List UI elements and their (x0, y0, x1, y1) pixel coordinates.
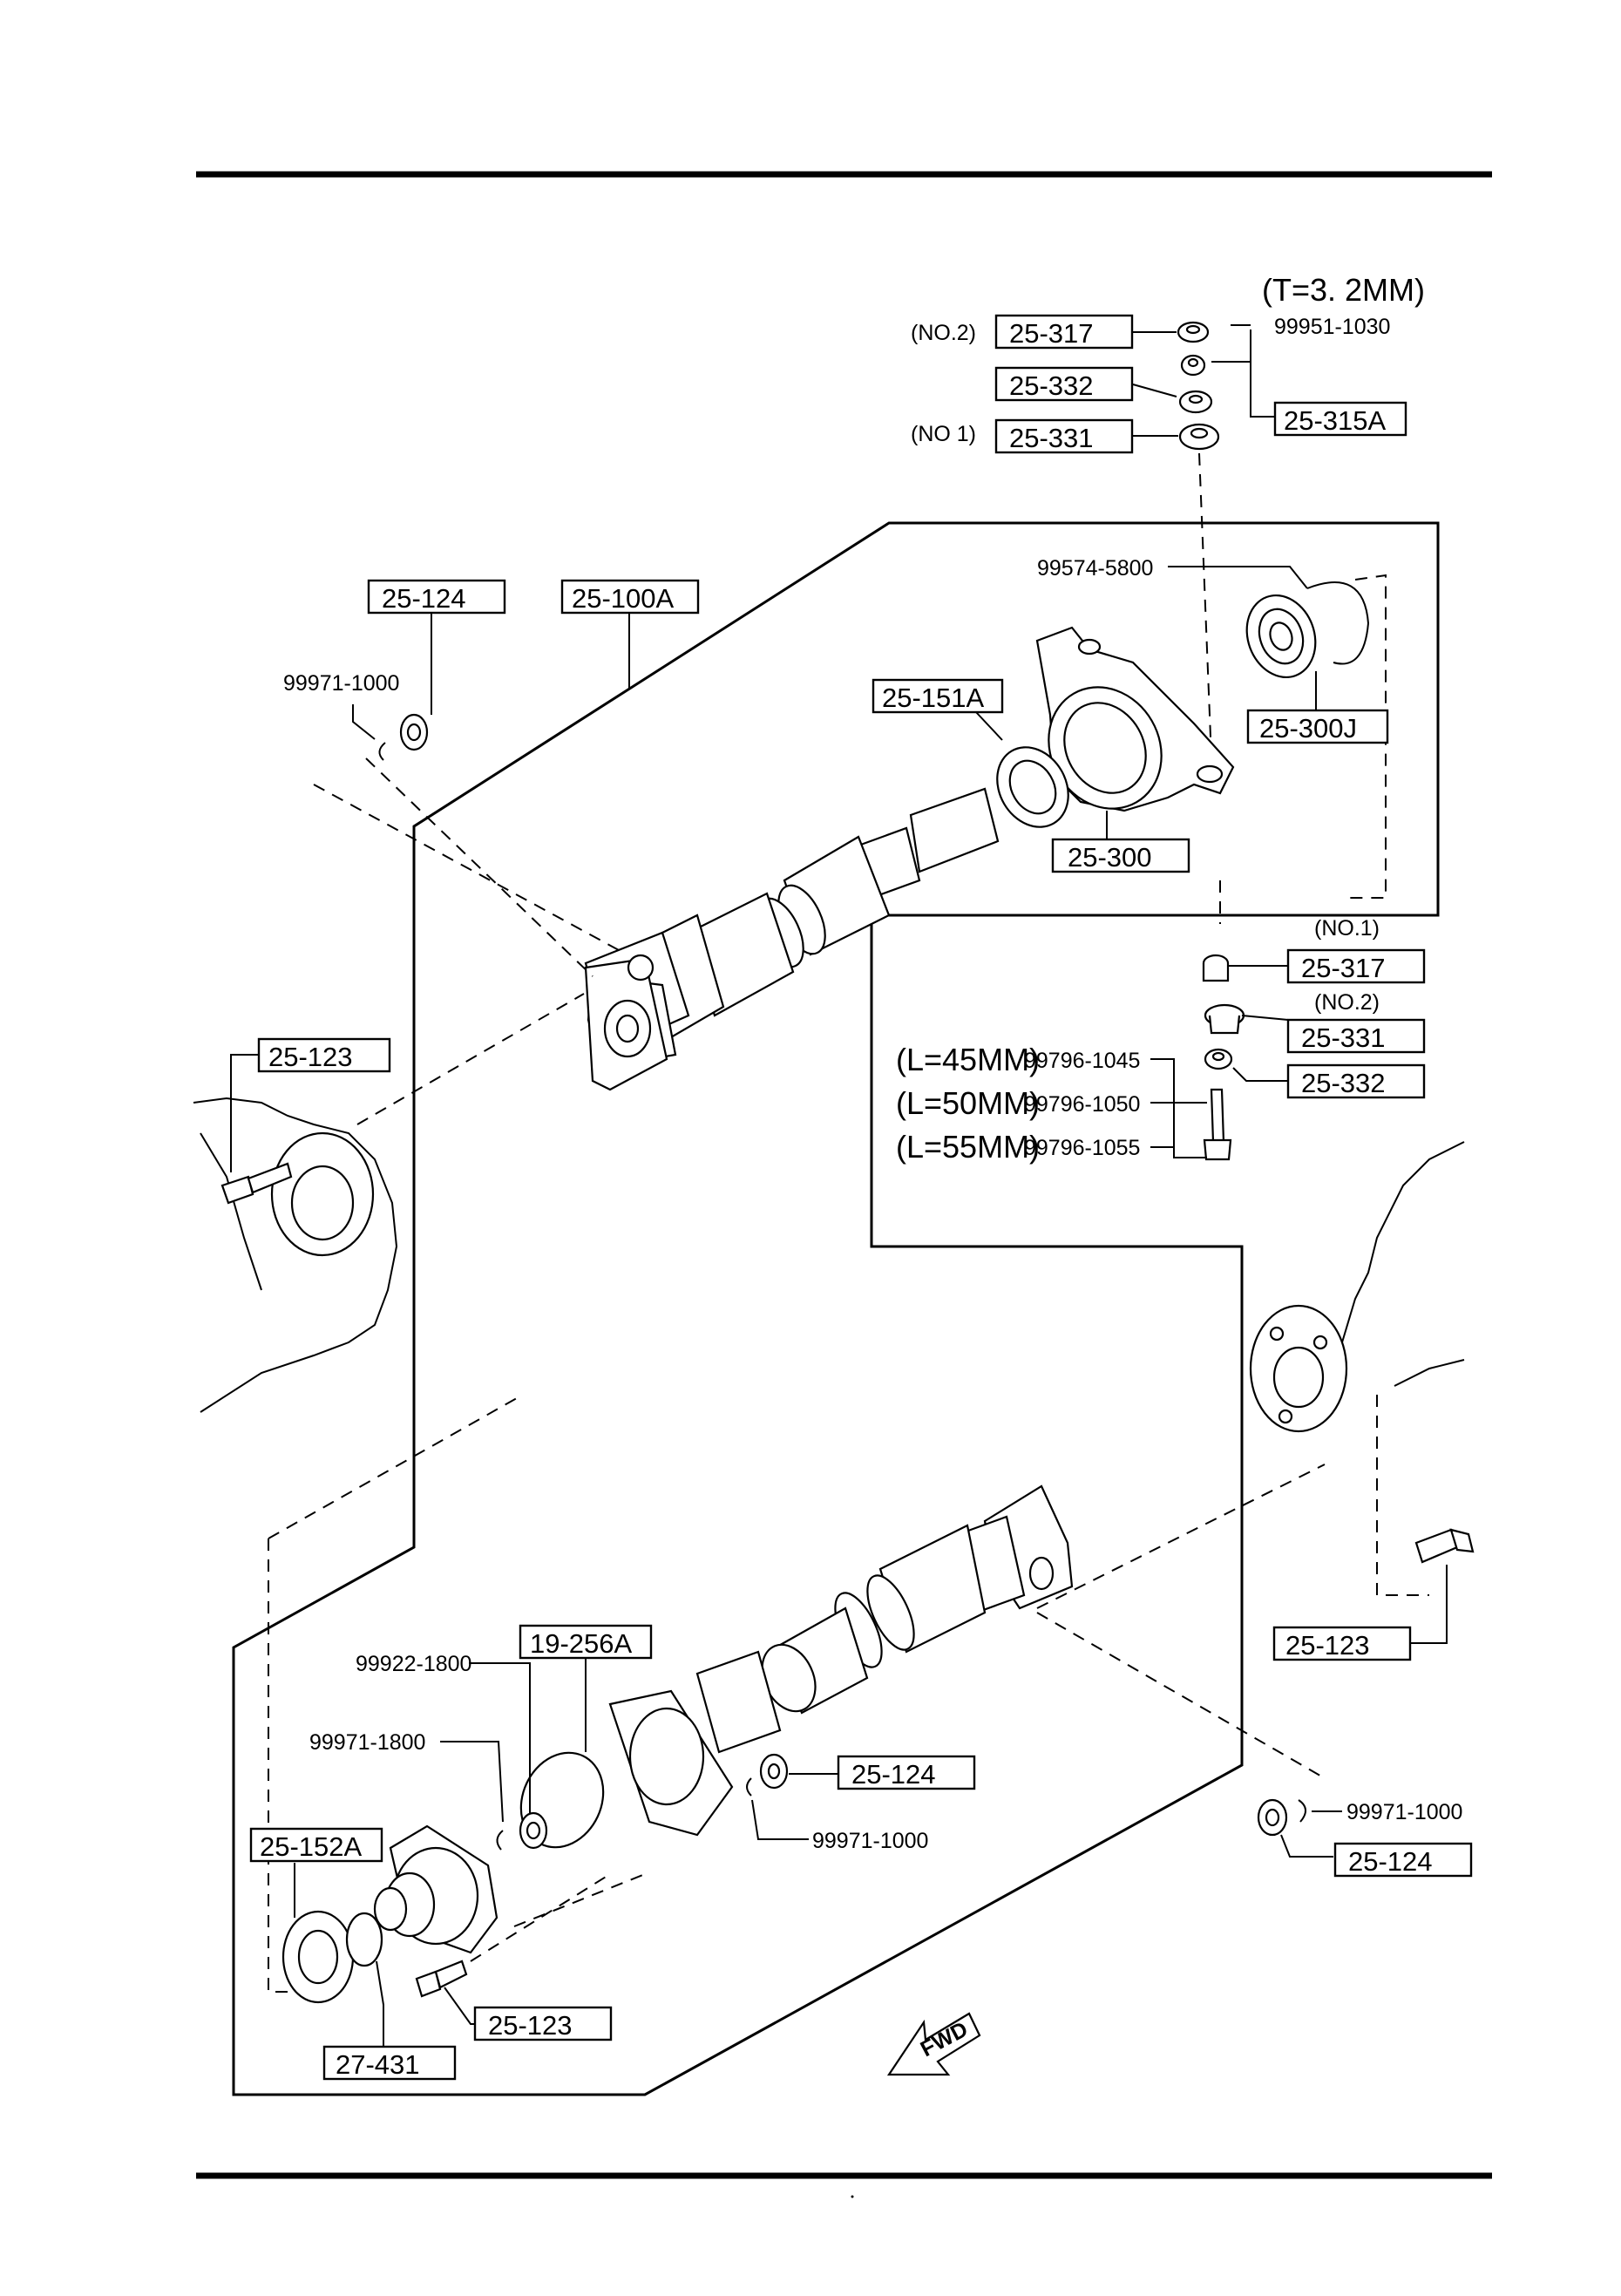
part-25-331-top: 25-331 (1009, 423, 1094, 453)
no2-mid-label: (NO.2) (1314, 990, 1380, 1015)
length-50mm: (L=50MM) (896, 1085, 1040, 1121)
assembly-outline (232, 521, 1440, 2096)
fwd-arrow: FWD (886, 2012, 981, 2076)
part-99922-1800: 99922-1800 (356, 1652, 471, 1676)
part-99951-1030: 99951-1030 (1274, 315, 1390, 339)
length-55mm: (L=55MM) (896, 1129, 1040, 1165)
part-25-123-right: 25-123 (1285, 1630, 1370, 1661)
rear-propeller-shaft (608, 1484, 1074, 1837)
part-99971-1000-right: 99971-1000 (1346, 1800, 1462, 1824)
part-19-256a: 19-256A (530, 1628, 633, 1659)
part-99796-1055: 99796-1055 (1024, 1136, 1140, 1160)
center-mount-bolt-stack (1202, 954, 1245, 1161)
part-25-124-mid: 25-124 (851, 1759, 936, 1790)
front-propeller-shaft (584, 787, 1000, 1091)
part-25-124-right: 25-124 (1348, 1846, 1433, 1877)
thickness-spec: (T=3. 2MM) (1262, 272, 1425, 308)
part-27-431: 27-431 (336, 2049, 420, 2080)
part-25-331-mid: 25-331 (1301, 1022, 1386, 1053)
part-25-152a: 25-152A (260, 1831, 363, 1862)
bottom-bolt (415, 1960, 468, 1998)
part-25-332-mid: 25-332 (1301, 1068, 1386, 1098)
part-99796-1050: 99796-1050 (1024, 1092, 1140, 1117)
length-45mm: (L=45MM) (896, 1042, 1040, 1077)
part-25-315a: 25-315A (1284, 405, 1387, 436)
part-25-332-top: 25-332 (1009, 370, 1094, 401)
rear-housing-flange (281, 1824, 499, 2004)
no2-top-label: (NO.2) (911, 321, 976, 345)
part-25-317-top: 25-317 (1009, 318, 1094, 349)
center-bearing-hardware (1177, 321, 1220, 759)
flange-gasket-and-nuts (496, 1751, 789, 1851)
right-bolt (1414, 1528, 1475, 1564)
differential-housing (1249, 1141, 1465, 1433)
part-99574-5800: 99574-5800 (1037, 556, 1153, 581)
part-99971-1000-top: 99971-1000 (283, 671, 399, 696)
part-25-151a: 25-151A (882, 683, 985, 713)
part-25-300: 25-300 (1068, 842, 1152, 873)
center-bearing (996, 581, 1370, 828)
no1-mid-label: (NO.1) (1314, 916, 1380, 941)
part-99971-1000-mid: 99971-1000 (812, 1829, 928, 1853)
part-25-124-top: 25-124 (382, 583, 466, 614)
transmission-housing (193, 1097, 398, 1413)
part-99796-1045: 99796-1045 (1024, 1049, 1140, 1073)
left-bolt (220, 1162, 293, 1205)
left-nut-washer (378, 713, 429, 761)
right-nut-washer (1257, 1798, 1306, 1837)
part-25-123-bottom: 25-123 (488, 2010, 573, 2041)
part-25-100a: 25-100A (572, 583, 675, 614)
part-99971-1800: 99971-1800 (309, 1730, 425, 1755)
part-25-123-left: 25-123 (268, 1042, 353, 1072)
part-25-300j: 25-300J (1259, 713, 1357, 744)
part-25-317-mid: 25-317 (1301, 953, 1386, 983)
no1-top-label: (NO 1) (911, 422, 976, 446)
